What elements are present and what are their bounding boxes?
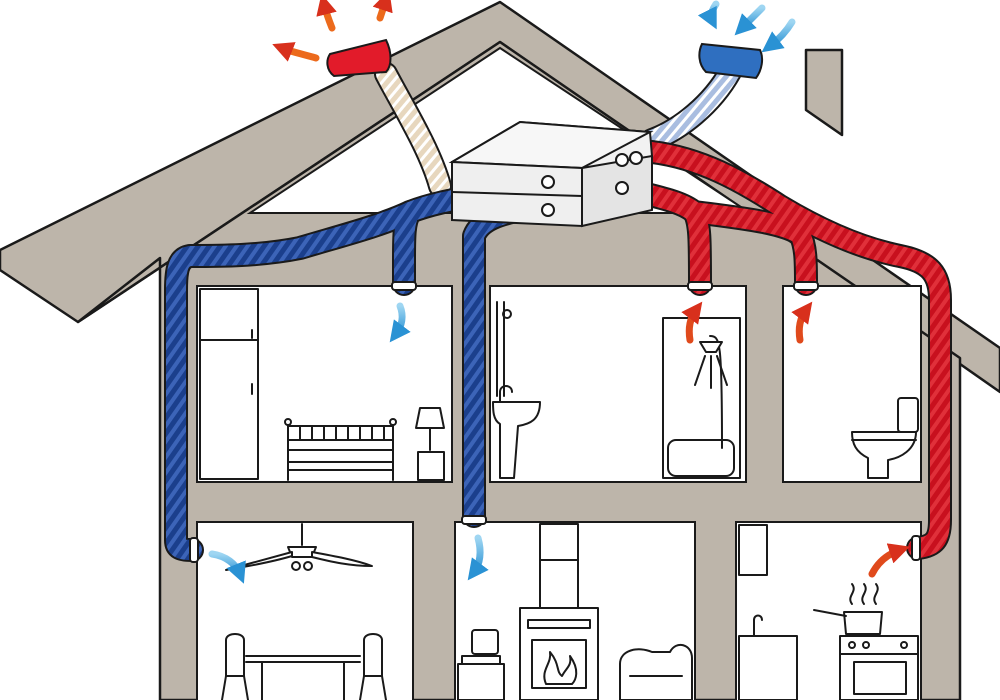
vents [189, 281, 921, 563]
exhaust-duct-fill [376, 64, 450, 196]
supply-air-arrow [467, 534, 489, 581]
intake-duct-fill [642, 62, 740, 150]
exhaust-air-out-arrow [316, 0, 337, 32]
fresh-air-in-arrow [761, 18, 796, 53]
extract-air-arrow [681, 301, 703, 344]
fresh-air-in-arrow [697, 0, 720, 30]
pot-icon [813, 583, 883, 635]
intake-roof-cap-icon [698, 42, 764, 80]
armchair-icon [619, 643, 693, 700]
vent-extract-kitchen [911, 535, 921, 561]
chair-icon [221, 633, 249, 700]
exhaust-air-out-arrow [372, 0, 393, 22]
vent-supply-bedroom [391, 281, 417, 291]
chair-icon [359, 633, 387, 700]
toilet-icon [851, 397, 919, 479]
shower-icon [662, 317, 741, 479]
bed-icon [284, 418, 397, 481]
supply-air-arrow [389, 302, 411, 343]
chimney [804, 48, 844, 137]
dining-table-icon [245, 655, 361, 700]
kitchen-cabinet-icon [738, 524, 798, 700]
extract-air-arrow [791, 301, 813, 344]
heat-recovery-unit-icon [448, 120, 654, 228]
exhaust-air-out-arrow [272, 42, 320, 62]
vent-supply-dining [189, 537, 199, 563]
extract-air-arrow [868, 543, 910, 578]
supply-air-arrow [208, 550, 246, 584]
ceiling-fan-icon [225, 523, 373, 571]
wardrobe-icon [199, 288, 259, 480]
exhaust-roof-cap-icon [326, 38, 392, 78]
vent-extract-toilet [793, 281, 819, 291]
stove-icon [839, 635, 919, 700]
tv-icon [457, 629, 505, 700]
fresh-air-in-arrow [734, 4, 766, 36]
lamp-icon [415, 407, 445, 481]
towel-rail-icon [496, 301, 512, 397]
vent-supply-living [461, 515, 487, 525]
vent-extract-bathroom [687, 281, 713, 291]
sink-icon [492, 385, 541, 479]
fireplace-icon [519, 523, 599, 700]
